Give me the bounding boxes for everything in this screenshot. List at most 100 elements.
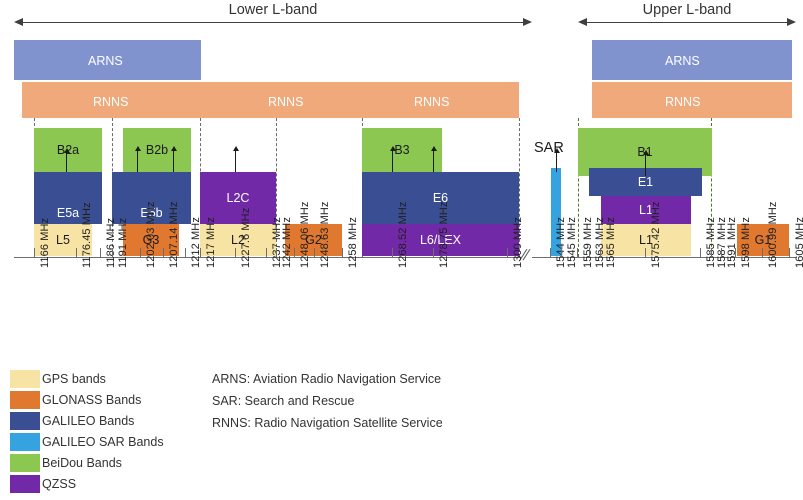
axis-line bbox=[532, 257, 796, 258]
band-g1[interactable]: G1 bbox=[737, 224, 789, 256]
band-l1[interactable]: L1 bbox=[601, 224, 691, 256]
abbreviation-note: SAR: Search and Rescue bbox=[212, 394, 355, 408]
axis-tick bbox=[721, 248, 722, 257]
legend-label: GPS bands bbox=[42, 372, 106, 386]
band-label: E1 bbox=[637, 174, 654, 189]
service-bar-label: RNNS bbox=[268, 95, 304, 109]
band-l5[interactable]: L5 bbox=[34, 224, 92, 256]
band-label: B2b bbox=[145, 142, 169, 157]
axis-tick bbox=[711, 248, 712, 257]
legend-swatch-qzss bbox=[10, 475, 40, 493]
axis-tick bbox=[550, 248, 551, 257]
axis-tick-label: 1600.99 MHz bbox=[766, 201, 779, 268]
band-label: G1 bbox=[754, 232, 772, 247]
band-l2c[interactable]: L2C bbox=[200, 172, 276, 224]
band-l2[interactable]: L2 bbox=[200, 224, 276, 256]
axis-tick-label: 1248.06 MHz bbox=[298, 201, 311, 268]
axis-tick bbox=[76, 248, 77, 257]
axis-tick-label: 1191 MHz bbox=[116, 217, 129, 268]
axis-tick-label: 1202.03 MHz bbox=[144, 201, 157, 268]
service-bar-arns bbox=[14, 40, 201, 80]
legend-label: GALILEO SAR Bands bbox=[42, 435, 164, 449]
center-frequency-arrow-icon bbox=[642, 150, 649, 176]
band-l1[interactable]: L1 bbox=[601, 196, 691, 224]
center-frequency-arrow-icon bbox=[389, 146, 396, 172]
legend-swatch-glonass-bands bbox=[10, 391, 40, 409]
axis-tick-label: 1268.52 MHz bbox=[396, 201, 409, 268]
legend-swatch-gps-bands bbox=[10, 370, 40, 388]
service-bar-rnns bbox=[592, 82, 792, 118]
axis-tick bbox=[34, 248, 35, 257]
axis-tick-label: 1258 MHz bbox=[346, 217, 359, 268]
axis-tick-label: 1563 MHz bbox=[593, 217, 606, 268]
band-label: G3 bbox=[142, 232, 160, 247]
axis-tick-label: 1559 MHz bbox=[581, 217, 594, 268]
axis-tick-label: 1300 MHz bbox=[511, 217, 524, 268]
band-label: L2 bbox=[231, 232, 245, 247]
axis-tick bbox=[561, 248, 562, 257]
band-l6-lex[interactable]: L6/LEX bbox=[362, 224, 519, 256]
axis-tick-label: 1575.42 MHz bbox=[649, 201, 662, 268]
band-label: L2C bbox=[226, 190, 250, 205]
axis-tick bbox=[600, 248, 601, 257]
axis-tick bbox=[645, 248, 646, 257]
band-galileo-sar[interactable] bbox=[551, 168, 561, 256]
band-label: G2 bbox=[305, 232, 322, 247]
service-bar-label: RNNS bbox=[665, 95, 701, 109]
legend-label: QZSS bbox=[42, 477, 77, 491]
axis-tick bbox=[342, 248, 343, 257]
axis-tick bbox=[266, 248, 267, 257]
band-e5b[interactable]: E5b bbox=[112, 172, 191, 224]
axis-tick bbox=[700, 248, 701, 257]
axis-tick-label: 1176.45 MHz bbox=[80, 202, 93, 268]
axis-tick bbox=[235, 248, 236, 257]
band-span-title: Lower L-band bbox=[228, 2, 318, 18]
axis-tick-label: 1242 MHz bbox=[280, 217, 293, 268]
axis-tick-label: 1212 MHz bbox=[189, 217, 202, 268]
axis-tick bbox=[112, 248, 113, 257]
axis-line bbox=[14, 257, 521, 258]
band-b2b[interactable]: B2b bbox=[123, 128, 191, 172]
center-frequency-arrow-icon bbox=[430, 146, 437, 172]
legend-label: GALILEO Bands bbox=[42, 414, 135, 428]
axis-tick bbox=[294, 248, 295, 257]
band-e6[interactable]: E6 bbox=[362, 172, 519, 224]
abbreviation-note: RNNS: Radio Navigation Satellite Service bbox=[212, 416, 443, 430]
guide-line bbox=[578, 118, 579, 257]
service-bar-rnns bbox=[22, 82, 519, 118]
band-label: L1 bbox=[639, 232, 653, 247]
service-bar-label: ARNS bbox=[665, 54, 700, 68]
axis-tick-label: 1545 MHz bbox=[565, 217, 578, 268]
axis-tick bbox=[314, 248, 315, 257]
axis-tick-label: 1565 MHz bbox=[604, 217, 617, 268]
axis-tick-label: 1248.63 MHz bbox=[318, 201, 331, 268]
guide-line bbox=[276, 118, 277, 257]
service-bar-label: RNNS bbox=[414, 95, 450, 109]
band-label: L5 bbox=[56, 232, 70, 247]
band-label: L1 bbox=[639, 202, 653, 217]
band-e5a[interactable]: E5a bbox=[34, 172, 102, 224]
band-span-arrow-left-head bbox=[14, 18, 23, 27]
axis-tick-label: 1544 MHz bbox=[554, 217, 567, 268]
band-g3[interactable]: G3 bbox=[123, 224, 179, 256]
axis-tick-label: 1166 MHz bbox=[38, 217, 51, 268]
axis-tick bbox=[762, 248, 763, 257]
service-bar-label: RNNS bbox=[93, 95, 129, 109]
band-span-arrow bbox=[23, 22, 523, 23]
axis-tick bbox=[507, 248, 508, 257]
band-b3[interactable]: B3 bbox=[362, 128, 442, 172]
axis-tick bbox=[735, 248, 736, 257]
band-label: E5b bbox=[140, 205, 163, 220]
axis-tick bbox=[589, 248, 590, 257]
axis-tick bbox=[392, 248, 393, 257]
band-span-arrow-right-head bbox=[523, 18, 532, 27]
center-frequency-arrow-icon bbox=[170, 146, 177, 172]
axis-tick-label: 1605 MHz bbox=[793, 217, 803, 268]
axis-tick bbox=[200, 248, 201, 257]
axis-tick-label: 1278.75 MHz bbox=[437, 201, 450, 268]
axis-tick bbox=[185, 248, 186, 257]
band-label: L6/LEX bbox=[419, 232, 461, 247]
axis-tick-label: 1591 MHz bbox=[725, 217, 738, 268]
band-label: B3 bbox=[394, 142, 410, 157]
axis-tick-label: 1585 MHz bbox=[704, 217, 717, 268]
